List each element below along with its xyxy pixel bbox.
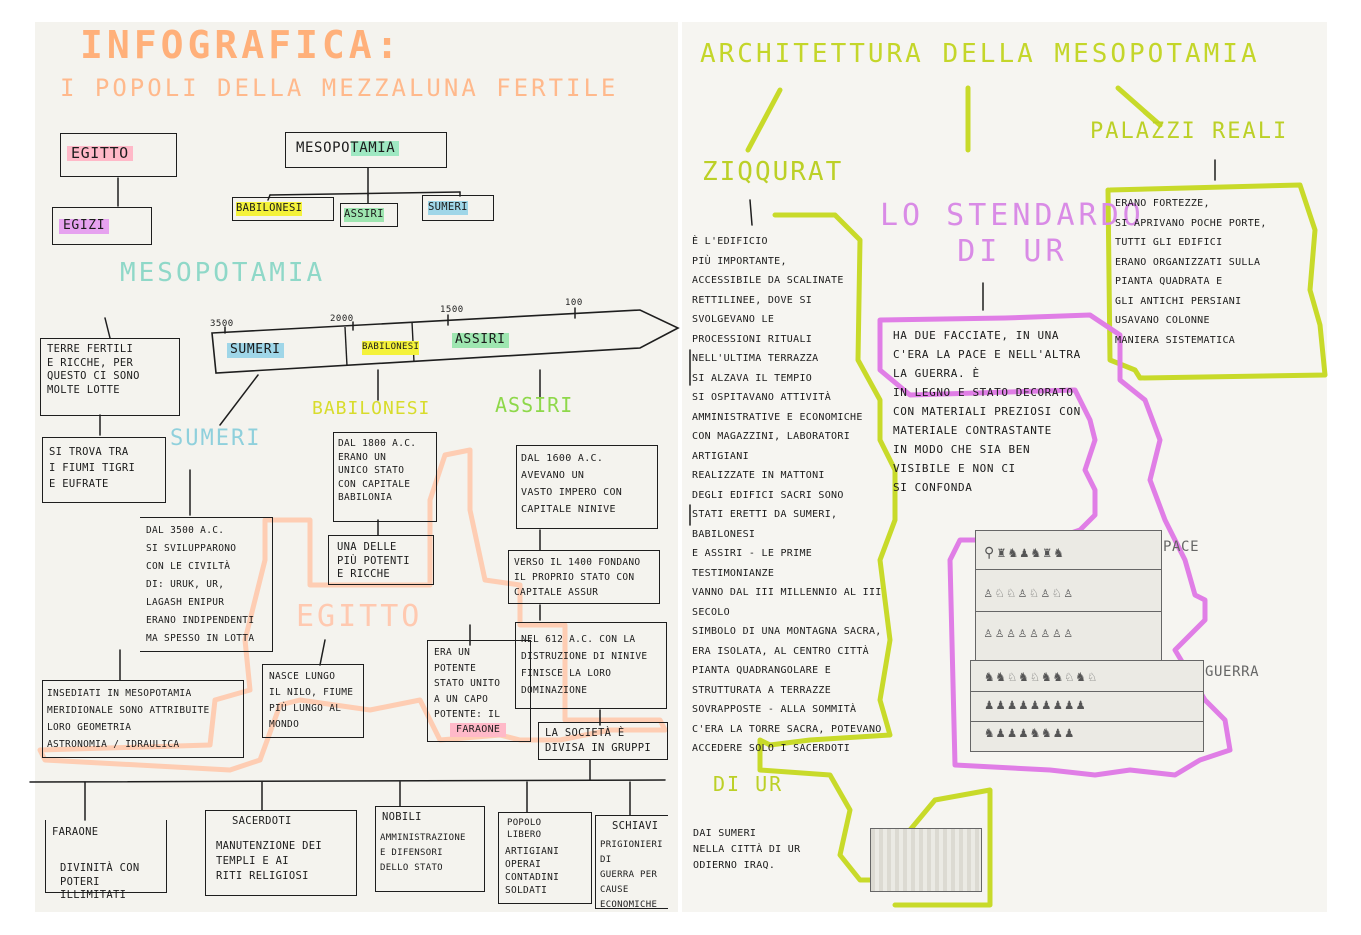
group-popolo-text: ARTIGIANI OPERAI CONTADINI SOLDATI: [505, 846, 560, 896]
insediati-text: INSEDIATI IN MESOPOTAMIA MERIDIONALE SON…: [47, 688, 210, 750]
terre-fertili-box: TERRE FERTILI E RICCHE, PER QUESTO CI SO…: [40, 338, 180, 416]
egitto-heading: EGITTO: [296, 599, 423, 634]
guerra-figures-row-3: ♞♟♟♟♞♞♟♟: [985, 725, 1077, 741]
group-schiavi: SCHIAVI PRIGIONIERI DI GUERRA PER CAUSE …: [595, 815, 668, 910]
timeline-date-4: 100: [565, 298, 583, 308]
nilo-box: NASCE LUNGO IL NILO, FIUME PIÙ LUNGO AL …: [262, 664, 364, 738]
timeline-date-1: 3500: [210, 319, 234, 329]
insediati-box: INSEDIATI IN MESOPOTAMIA MERIDIONALE SON…: [42, 680, 244, 758]
egizi-box: EGIZI: [52, 207, 152, 245]
group-schiavi-title: SCHIAVI: [612, 820, 659, 832]
fiumi-box: SI TROVA TRA I FIUMI TIGRI E EUFRATE: [42, 437, 166, 503]
group-faraone-title: FARAONE: [52, 826, 99, 838]
assiri-box-3: NEL 612 a.C. CON LA DISTRUZIONE DI NINIV…: [515, 622, 667, 709]
palazzi-text: ERANO FORTEZZE, SI APRIVANO POCHE PORTE,…: [1115, 198, 1267, 346]
group-faraone-text: DIVINITÀ CON POTERI ILLIMITATI: [60, 862, 140, 901]
babilonesi-box-1-text: DAL 1800 a.C. ERANO UN UNICO STATO CON C…: [338, 438, 417, 503]
societa-box: LA SOCIETÀ È DIVISA IN GRUPPI: [538, 722, 668, 760]
group-sacerdoti: SACERDOTI MANUTENZIONE DEI TEMPLI E AI R…: [205, 810, 357, 896]
terre-fertili-text: TERRE FERTILI E RICCHE, PER QUESTO CI SO…: [47, 343, 140, 396]
group-sacerdoti-title: SACERDOTI: [232, 815, 292, 827]
timeline-assiri: ASSIRI: [452, 332, 509, 348]
pace-figures-row-3: ♙♙♙♙♙♙♙♙: [984, 625, 1076, 641]
group-faraone: FARAONE DIVINITÀ CON POTERI ILLIMITATI: [45, 820, 167, 901]
egizi-label: EGIZI: [59, 218, 110, 234]
sumeri-heading: SUMERI: [170, 426, 262, 451]
nilo-text: NASCE LUNGO IL NILO, FIUME PIÙ LUNGO AL …: [269, 671, 354, 730]
babilonesi-heading: BABILONESI: [312, 398, 431, 419]
infographic-subtitle: I POPOLI DELLA MEZZALUNA FERTILE: [60, 74, 619, 102]
group-nobili: NOBILI AMMINISTRAZIONE E DIFENSORI DELLO…: [375, 806, 485, 892]
group-sacerdoti-text: MANUTENZIONE DEI TEMPLI E AI RITI RELIGI…: [216, 840, 322, 882]
guerra-label: GUERRA: [1205, 664, 1260, 680]
fiumi-text: SI TROVA TRA I FIUMI TIGRI E EUFRATE: [49, 446, 136, 490]
standard-artifact-sketch: [870, 828, 982, 892]
group-popolo-title: POPOLO LIBERO: [507, 818, 542, 840]
group-popolo: POPOLO LIBERO ARTIGIANI OPERAI CONTADINI…: [498, 812, 592, 904]
group-nobili-title: NOBILI: [382, 811, 422, 823]
timeline-date-3: 1500: [440, 305, 464, 315]
mesopotamia-box: MESOPOTAMIA: [285, 132, 447, 168]
pace-label: PACE: [1163, 539, 1200, 555]
assiri-box-1-text: DAL 1600 a.C. AVEVANO UN VASTO IMPERO CO…: [521, 453, 623, 515]
pace-figures-row-1: ⚲♜♞♟♞♜♞: [984, 545, 1066, 561]
stendardo-text: HA DUE FACCIATE, IN UNA C'ERA LA PACE E …: [893, 329, 1081, 494]
di-ur-heading: DI UR: [713, 772, 784, 796]
assiri-box-2: VERSO IL 1400 FONDANO IL PROPRIO STATO C…: [508, 550, 660, 604]
di-ur-text: DAI SUMERI NELLA CITTÀ DI UR ODIERNO IRA…: [693, 828, 801, 871]
mesopotamia-label: MESOPOTAMIA: [292, 141, 400, 156]
ziqqurat-heading: ZIQQURAT: [702, 157, 844, 187]
palazzi-heading: PALAZZI REALI: [1090, 119, 1289, 144]
babilonesi-box-2-text: UNA DELLE PIÙ POTENTI E RICCHE: [337, 541, 410, 580]
ziqqurat-text: È L'EDIFICIO PIÙ IMPORTANTE, ACCESSIBILE…: [692, 236, 882, 754]
sumeri-box: SUMERI: [422, 195, 494, 221]
guerra-figures-row-1: ♞♞♘♞♘♞♞♘♞♘: [985, 669, 1100, 685]
potente-box: ERA UN POTENTE STATO UNITO A UN CAPO POT…: [427, 640, 531, 742]
guerra-figures-row-2: ♟♟♟♟♟♟♟♟♟: [985, 697, 1088, 713]
architettura-title: ARCHITETTURA DELLA MESOPOTAMIA: [700, 39, 1260, 69]
assiri-box-1: DAL 1600 a.C. AVEVANO UN VASTO IMPERO CO…: [516, 445, 658, 529]
egitto-box: EGITTO: [60, 133, 177, 177]
sumeri-detail-text: DAL 3500 a.C. SI SVILUPPARONO CON LE CIV…: [146, 525, 255, 644]
stendardo-heading: LO STENDARDO DI UR: [880, 198, 1145, 269]
sumeri-label: SUMERI: [428, 201, 468, 215]
guerra-panel-sketch: ♞♞♘♞♘♞♞♘♞♘ ♟♟♟♟♟♟♟♟♟ ♞♟♟♟♞♞♟♟: [970, 660, 1204, 752]
timeline-babilonesi: BABILONESI: [362, 341, 420, 355]
timeline-date-2: 2000: [330, 314, 354, 324]
assiri-heading: ASSIRI: [495, 393, 574, 417]
babilonesi-box-1: DAL 1800 a.C. ERANO UN UNICO STATO CON C…: [333, 432, 437, 522]
babilonesi-box-2: UNA DELLE PIÙ POTENTI E RICCHE: [328, 535, 434, 585]
infographic-title: INFOGRAFICA:: [80, 23, 403, 67]
group-nobili-text: AMMINISTRAZIONE E DIFENSORI DELLO STATO: [380, 833, 466, 873]
societa-text: LA SOCIETÀ È DIVISA IN GRUPPI: [545, 727, 651, 754]
assiri-box: ASSIRI: [340, 203, 398, 227]
timeline-sumeri: SUMERI: [227, 342, 284, 358]
sumeri-box-detail: DAL 3500 a.C. SI SVILUPPARONO CON LE CIV…: [140, 517, 273, 652]
babilonesi-label: BABILONESI: [236, 202, 303, 216]
faraone-highlight: FARAONE: [450, 723, 507, 737]
pace-panel-sketch: ⚲♜♞♟♞♜♞ ♙♘♘♙♘♙♘♙ ♙♙♙♙♙♙♙♙: [975, 530, 1162, 662]
assiri-label: ASSIRI: [344, 208, 384, 222]
egitto-label: EGITTO: [67, 146, 133, 161]
assiri-box-2-text: VERSO IL 1400 FONDANO IL PROPRIO STATO C…: [514, 557, 641, 598]
mesopotamia-heading: MESOPOTAMIA: [120, 258, 326, 288]
group-schiavi-text: PRIGIONIERI DI GUERRA PER CAUSE ECONOMIC…: [600, 840, 663, 910]
pace-figures-row-2: ♙♘♘♙♘♙♘♙: [984, 585, 1076, 601]
assiri-box-3-text: NEL 612 a.C. CON LA DISTRUZIONE DI NINIV…: [521, 634, 648, 696]
potente-text: ERA UN POTENTE STATO UNITO A UN CAPO POT…: [434, 647, 501, 720]
babilonesi-box: BABILONESI: [232, 197, 334, 221]
